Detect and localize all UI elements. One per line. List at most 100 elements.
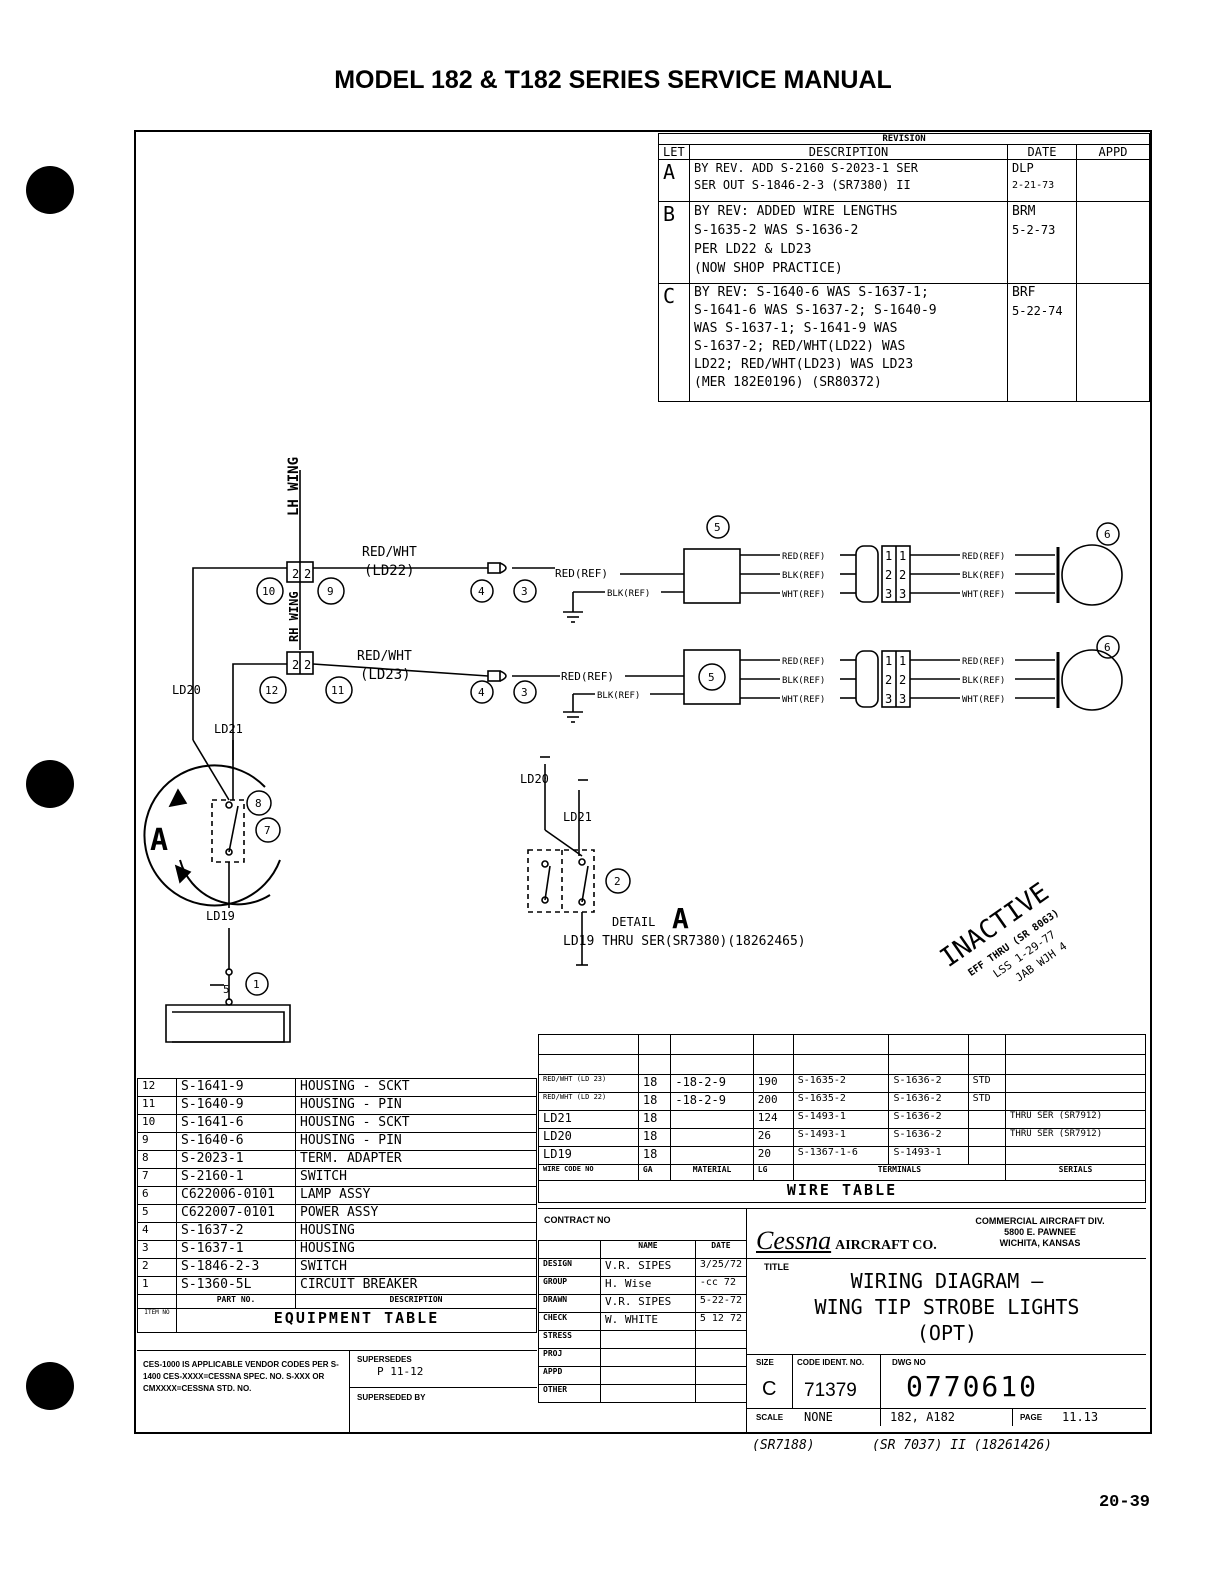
rev-line: PER LD22 & LD23 — [694, 242, 812, 257]
item-callout: 9 — [317, 577, 345, 605]
wire-label-ld21: LD21 — [214, 722, 243, 736]
sig-label: STRESS — [538, 1330, 601, 1349]
wire-terminal — [967, 1146, 1007, 1165]
rev-date: BRM 5-2-73 — [1007, 201, 1077, 284]
wire-material — [670, 1110, 754, 1129]
wire-serials: THRU SER (SR7912) — [1005, 1110, 1146, 1129]
wire-label-red-ref: RED(REF) — [962, 552, 1005, 562]
equip-desc: LAMP ASSY — [295, 1186, 537, 1205]
title-line: WIRING DIAGRAM — — [850, 1269, 1044, 1293]
plug-pin: 2 — [899, 568, 906, 582]
equip-item: 1 — [137, 1276, 177, 1295]
svg-text:3: 3 — [521, 686, 528, 699]
code-divider — [880, 1354, 882, 1426]
code-ident-value: 71379 — [804, 1380, 857, 1401]
item-callout: 2 — [605, 868, 631, 894]
rev-appd — [1076, 201, 1150, 284]
item-callout: 4 — [470, 579, 494, 603]
wire-code: LD19 — [538, 1146, 639, 1165]
wire-col-serials: SERIALS — [1005, 1164, 1146, 1181]
equip-desc: CIRCUIT BREAKER — [295, 1276, 537, 1295]
svg-text:2: 2 — [614, 875, 621, 888]
equip-desc: HOUSING — [295, 1240, 537, 1259]
wire-terminal: S-1493-1 — [792, 1110, 890, 1129]
equip-desc: TERM. ADAPTER — [295, 1150, 537, 1169]
equip-part: S-1637-2 — [176, 1222, 296, 1241]
code-ident-label: CODE IDENT. NO. — [797, 1358, 865, 1367]
wire-serials: THRU SER (SR7912) — [1005, 1128, 1146, 1147]
logo-divider — [747, 1258, 1146, 1260]
item-callout: 10 — [256, 577, 284, 605]
title-block: CONTRACT NO — [538, 1208, 1146, 1433]
svg-text:5: 5 — [714, 521, 721, 534]
sig-name: W. WHITE — [600, 1312, 696, 1331]
drawing-title: WIRING DIAGRAM — WING TIP STROBE LIGHTS … — [752, 1268, 1142, 1346]
equip-part: S-1641-6 — [176, 1114, 296, 1133]
sig-name — [600, 1366, 696, 1385]
sig-label: DESIGN — [538, 1258, 601, 1277]
wire-terminal: S-1636-2 — [888, 1074, 969, 1093]
signature-row: PROJ — [538, 1348, 748, 1367]
wire-col-lg: LG — [752, 1164, 794, 1181]
sig-date: 5-22-72 — [694, 1294, 748, 1313]
sig-date — [694, 1330, 748, 1349]
wire-terminal: S-1493-1 — [792, 1128, 890, 1147]
plug-pin: 3 — [885, 692, 892, 706]
equip-part: S-1360-5L — [176, 1276, 296, 1295]
equip-col-part: PART NO. — [176, 1294, 296, 1309]
item-callout: 12 — [259, 676, 287, 704]
stack-pin: 2 — [292, 567, 299, 581]
wire-terminal: STD — [967, 1092, 1007, 1111]
sig-col-date: DATE — [694, 1240, 748, 1259]
plug-pin: 2 — [899, 673, 906, 687]
svg-text:4: 4 — [478, 686, 485, 699]
footer-note-right: (SR 7037) II (18261426) — [872, 1438, 1053, 1453]
wire-length: 200 — [752, 1092, 794, 1111]
wire-material — [670, 1146, 754, 1165]
wire-table-title: WIRE TABLE — [538, 1180, 1146, 1203]
wire-serials — [1005, 1074, 1146, 1093]
rh-wing-label: RH WING — [287, 591, 301, 642]
wire-label-ld22: (LD22) — [364, 563, 415, 579]
rev-letter: C — [658, 283, 690, 402]
svg-text:6: 6 — [1104, 641, 1111, 654]
wire-terminal: S-1636-2 — [888, 1092, 969, 1111]
wire-terminal: S-1493-1 — [888, 1146, 969, 1165]
item-callout: 3 — [513, 579, 537, 603]
page-divider — [1012, 1408, 1014, 1426]
wire-ga: 18 — [637, 1074, 672, 1093]
sig-name — [600, 1348, 696, 1367]
rev-initials: BRM — [1012, 204, 1036, 219]
rev-line: SER OUT S-1846-2-3 (SR7380) II — [694, 178, 911, 192]
plug-pin: 3 — [899, 587, 906, 601]
wire-label-wht-ref: WHT(REF) — [782, 590, 825, 600]
revision-table: REVISION LET DESCRIPTION DATE APPD A BY … — [658, 133, 1150, 402]
sig-name: H. Wise — [600, 1276, 696, 1295]
wire-col-terminals: TERMINALS — [792, 1164, 1007, 1181]
wire-label-red-wht: RED/WHT — [357, 649, 412, 664]
sig-name — [600, 1330, 696, 1349]
equip-desc: HOUSING - SCKT — [295, 1114, 537, 1133]
detail-marker: A — [150, 823, 168, 858]
rev-line: BY REV. ADD S-2160 S-2023-1 SER — [694, 161, 918, 175]
wire-label-blk-ref: BLK(REF) — [962, 571, 1005, 581]
lh-wing-label: LH WING — [286, 457, 302, 516]
title-label: TITLE — [764, 1262, 789, 1272]
plug-pin: 2 — [885, 673, 892, 687]
rev-description: BY REV. ADD S-2160 S-2023-1 SER SER OUT … — [689, 159, 1008, 202]
signature-row: STRESS — [538, 1330, 748, 1349]
wire-label-blk-ref: BLK(REF) — [597, 691, 640, 701]
equip-item: 10 — [137, 1114, 177, 1133]
superseded-by-label: SUPERSEDED BY — [357, 1393, 426, 1402]
rev-line: WAS S-1637-1; S-1641-9 WAS — [694, 321, 898, 336]
sig-date — [694, 1348, 748, 1367]
wire-length: 20 — [752, 1146, 794, 1165]
wire-serials — [1005, 1092, 1146, 1111]
svg-text:3: 3 — [521, 585, 528, 598]
wire-code: LD20 — [538, 1128, 639, 1147]
equip-part: S-2023-1 — [176, 1150, 296, 1169]
